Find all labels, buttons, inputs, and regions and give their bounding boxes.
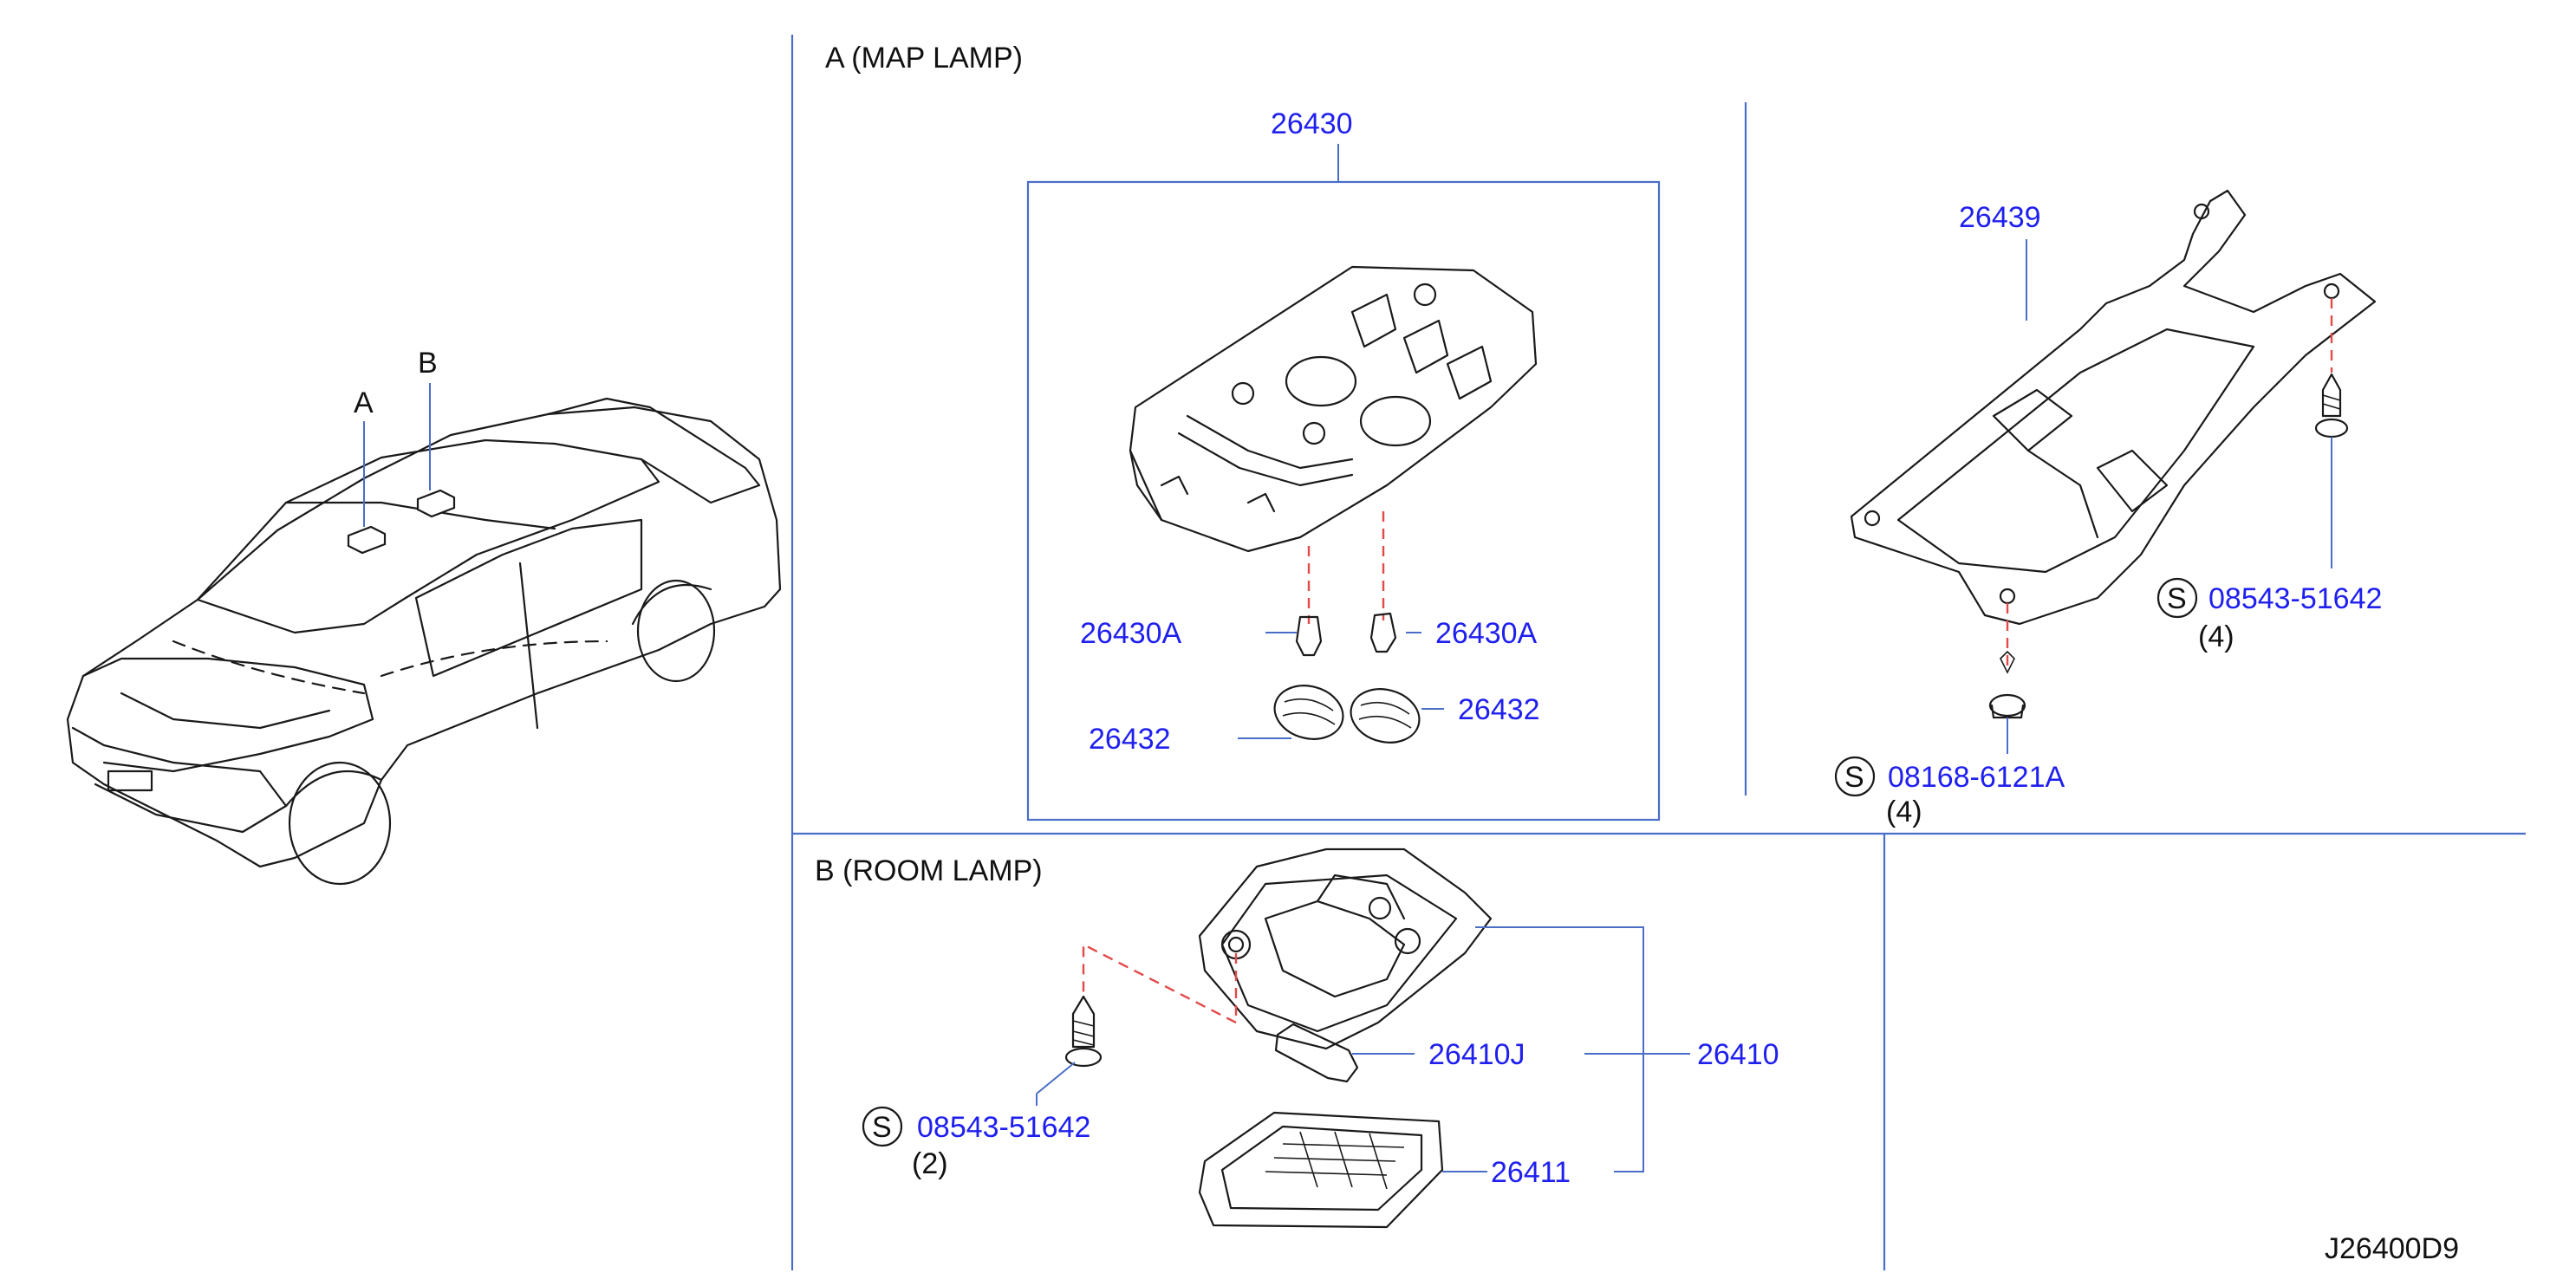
screw-right-part: 08543-51642	[2208, 582, 2382, 615]
screw-bottom-symbol-circle	[1834, 756, 1876, 797]
room-screw-symbol: S	[872, 1111, 892, 1144]
map-lamp-bracket-part: 26439	[1959, 201, 2041, 234]
map-lamp-location	[347, 525, 387, 555]
screw-bottom-symbol: S	[1844, 761, 1864, 794]
map-lamp-lens-left-part: 26432	[1089, 723, 1171, 756]
room-lamp-housing	[1198, 848, 1493, 1050]
map-lamp-lens-right	[1350, 688, 1421, 744]
map-lamp-bulb-right-part: 26430A	[1435, 617, 1538, 650]
section-b-title: B (ROOM LAMP)	[815, 854, 1043, 887]
map-lamp-frame	[1026, 180, 1661, 822]
map-lamp-bulb-right	[1369, 612, 1397, 653]
screw-right-symbol: S	[2167, 582, 2187, 615]
screw-right-symbol-circle	[2156, 577, 2198, 619]
map-lamp-lens-right-part: 26432	[1458, 693, 1540, 726]
screw-right-qty: (4)	[2198, 620, 2234, 653]
diagram-code: J26400D9	[2325, 1232, 2459, 1265]
room-lamp-bulb-part: 26410J	[1428, 1038, 1525, 1071]
map-lamp-assembly-part: 26430	[1271, 107, 1353, 140]
screw-bottom-part: 08168-6121A	[1888, 761, 2065, 794]
car-overview	[66, 383, 782, 886]
map-lamp-screw-right	[2314, 373, 2349, 438]
room-screw-part: 08543-51642	[917, 1111, 1090, 1144]
marker-a: A	[354, 386, 374, 419]
map-lamp-housing	[1129, 265, 1538, 553]
room-lamp-lens-part: 26411	[1491, 1156, 1571, 1189]
map-lamp-bracket	[1850, 189, 2377, 626]
room-lamp-location	[416, 489, 456, 518]
screw-bottom-qty: (4)	[1886, 796, 1922, 828]
map-lamp-lens-left	[1273, 685, 1344, 740]
room-lamp-lens	[1198, 1111, 1444, 1229]
room-lamp-bulb	[1274, 1023, 1359, 1083]
section-a-title: A (MAP LAMP)	[825, 42, 1023, 75]
room-screw-qty: (2)	[912, 1147, 948, 1180]
room-lamp-screw	[1064, 995, 1103, 1068]
map-lamp-bulb-left	[1295, 615, 1323, 657]
room-screw-symbol-circle	[862, 1106, 903, 1147]
map-lamp-bulb-left-part: 26430A	[1080, 617, 1182, 650]
marker-b: B	[418, 347, 438, 380]
room-lamp-assembly-part: 26410	[1697, 1038, 1779, 1071]
